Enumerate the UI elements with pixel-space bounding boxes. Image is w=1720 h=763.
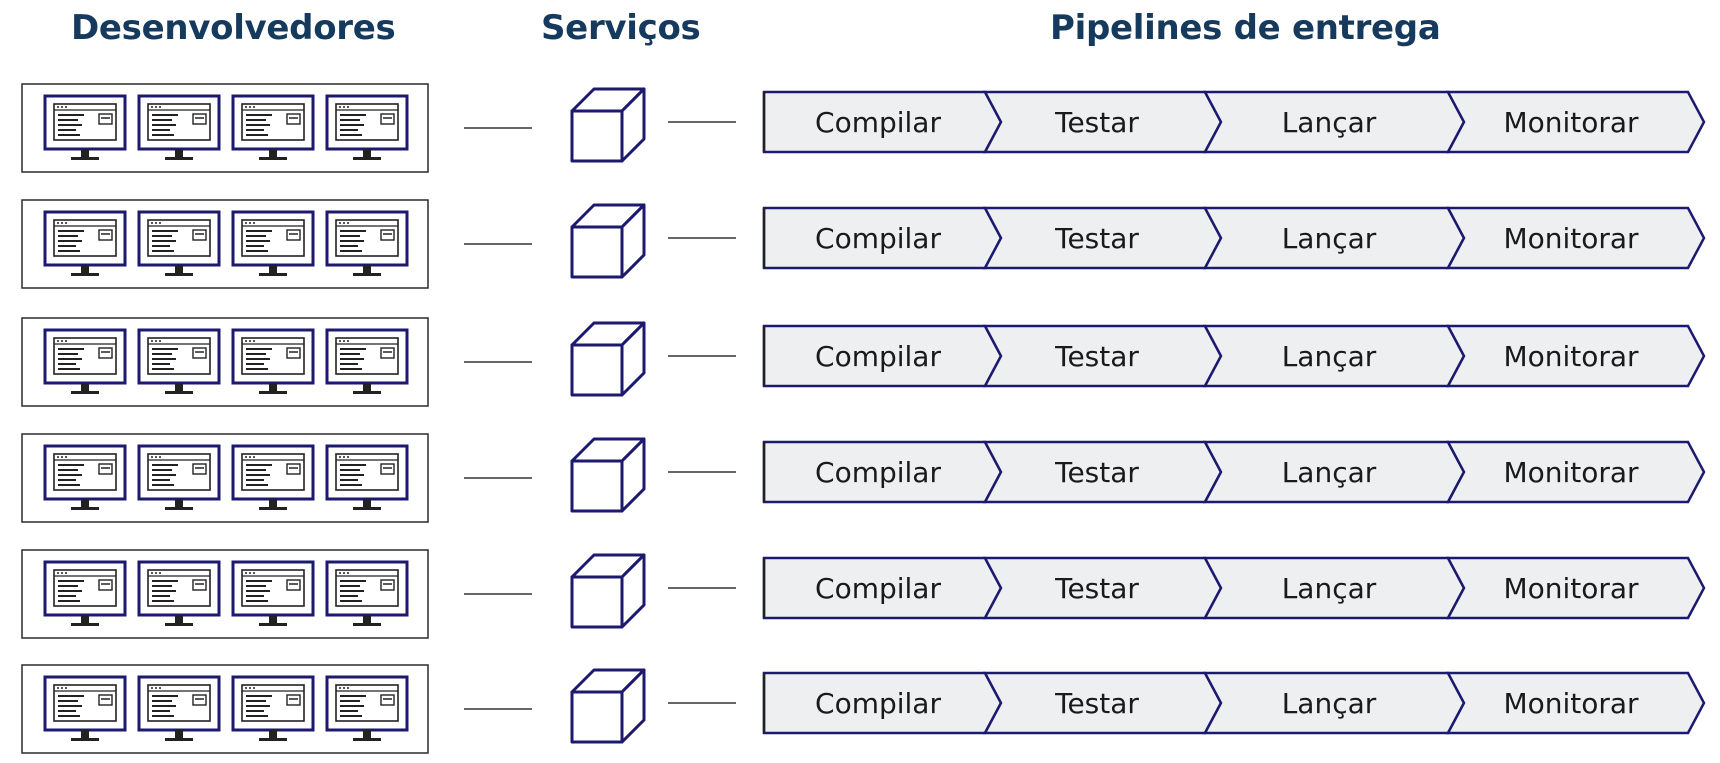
stage-label: Monitorar [1503,340,1639,373]
monitor-icon [137,328,221,394]
stage-label: Testar [1054,340,1139,373]
monitor-icon [325,328,409,394]
monitor-icon [137,444,221,510]
monitor-icon [43,210,127,276]
monitor-icon [43,94,127,160]
cube-icon [570,203,646,279]
monitor-icon [231,444,315,510]
monitor-icon [43,560,127,626]
monitor-icon [325,94,409,160]
stage-label: Lançar [1282,456,1377,489]
pipeline-row: Compilar Testar Lançar Monitorar [21,433,1706,523]
developers-heading: Desenvolvedores [71,8,396,48]
monitor-icon [325,560,409,626]
pipeline-stage [1445,556,1706,620]
monitor-icon [231,675,315,741]
cube-icon [570,87,646,163]
monitor-icon [231,94,315,160]
stage-label: Monitorar [1503,456,1639,489]
pipeline-stage [1445,90,1706,154]
monitor-icon [231,560,315,626]
cube-icon [570,437,646,513]
pipelines-heading: Pipelines de entrega [1050,8,1441,48]
monitor-icon [43,675,127,741]
stage-label: Testar [1054,106,1139,139]
stage-label: Lançar [1282,687,1377,720]
pipeline-row: Compilar Testar Lançar Monitorar [21,317,1706,407]
monitor-icon [137,560,221,626]
stage-label: Lançar [1282,106,1377,139]
stage-label: Testar [1054,456,1139,489]
stage-label: Compilar [815,572,941,605]
cube-icon [570,668,646,744]
monitor-icon [325,210,409,276]
monitor-icon [231,210,315,276]
stage-label: Testar [1054,687,1139,720]
pipeline-row: Compilar Testar Lançar Monitorar [21,83,1706,173]
monitor-icon [137,94,221,160]
cube-icon [570,321,646,397]
stage-label: Compilar [815,456,941,489]
stage-label: Lançar [1282,340,1377,373]
monitor-icon [231,328,315,394]
stage-label: Compilar [815,687,941,720]
pipeline-stage [1445,440,1706,504]
pipeline-stage [1445,671,1706,735]
pipeline-row: Compilar Testar Lançar Monitorar [21,549,1706,639]
stage-label: Testar [1054,572,1139,605]
stage-label: Lançar [1282,572,1377,605]
monitor-icon [325,444,409,510]
cube-icon [570,553,646,629]
monitor-icon [325,675,409,741]
monitor-icon [137,210,221,276]
stage-label: Testar [1054,222,1139,255]
pipeline-stage [1445,206,1706,270]
stage-label: Monitorar [1503,572,1639,605]
stage-label: Lançar [1282,222,1377,255]
stage-label: Monitorar [1503,222,1639,255]
monitor-icon [43,444,127,510]
stage-label: Compilar [815,340,941,373]
pipeline-stage [1445,324,1706,388]
stage-label: Monitorar [1503,106,1639,139]
monitor-icon [137,675,221,741]
pipeline-row: Compilar Testar Lançar Monitorar [21,664,1706,754]
stage-label: Monitorar [1503,687,1639,720]
services-heading: Serviços [541,8,701,48]
stage-label: Compilar [815,106,941,139]
monitor-icon [43,328,127,394]
stage-label: Compilar [815,222,941,255]
pipeline-row: Compilar Testar Lançar Monitorar [21,199,1706,289]
